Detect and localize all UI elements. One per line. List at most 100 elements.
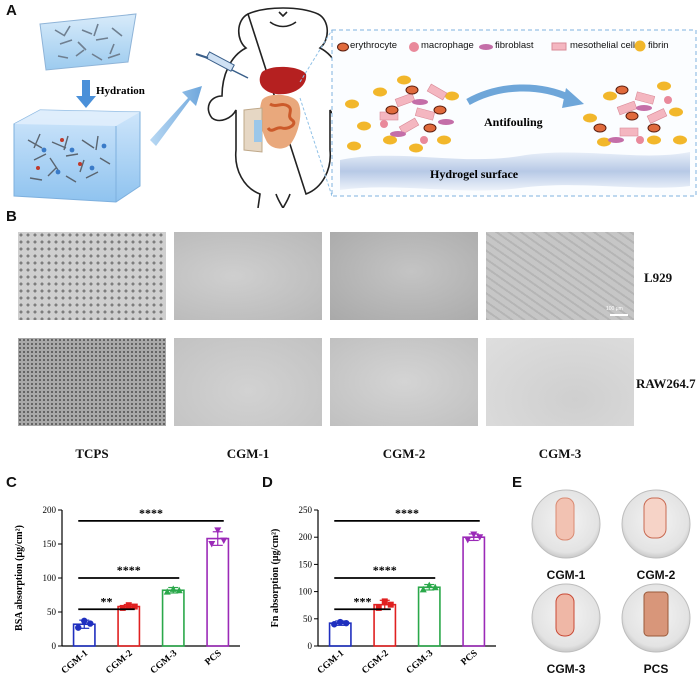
fibrin-icon: [634, 40, 646, 52]
chart-c-xtick-label-2: CGM-3: [149, 648, 179, 676]
dish-label-cgm3: CGM-3: [546, 662, 586, 676]
column-label-cgm1: CGM-1: [226, 446, 270, 461]
chart-d-xtick-label-0: CGM-1: [316, 648, 346, 676]
panel-letter-d: D: [262, 474, 273, 491]
chart-d-ytick-label-1: 50: [303, 614, 313, 624]
hydration-label: Hydration: [96, 85, 145, 97]
micrograph-cgm1-l929: [174, 232, 322, 320]
chart-d-point-0-1: [337, 618, 344, 626]
dish-label-cgm2: CGM-2: [636, 568, 676, 582]
down-arrow-icon: [76, 80, 96, 108]
panel-letter-b: B: [6, 208, 17, 225]
chart-c-point-1-2: [131, 603, 138, 610]
curved-arrow-icon: [562, 88, 584, 108]
panel-letter-e: E: [512, 474, 523, 491]
micrograph-cgm3-raw: [486, 338, 634, 426]
column-label-cgm3: CGM-3: [538, 446, 582, 461]
chart-d-ytick-label-3: 150: [299, 559, 313, 569]
chart-c-xtick-label-3: PCS: [203, 649, 223, 668]
scale-bar: [610, 314, 628, 316]
hydrogel-surface-band: [340, 152, 690, 191]
arrow-to-rat-icon: [150, 86, 202, 146]
dish-label-pcs: PCS: [643, 662, 669, 676]
dish-cgm3: [531, 583, 601, 653]
macrophage-icon: [409, 42, 419, 52]
zoom-line-bottom: [299, 97, 333, 197]
legend-macrophage: macrophage: [421, 40, 474, 51]
chart-c-sig-label-2: ****: [139, 506, 163, 520]
legend-mesothelial-cell: mesothelial cell: [570, 40, 635, 51]
chart-c-ytick-label-3: 150: [43, 539, 57, 549]
hydrated-hydrogel-icon: [13, 109, 141, 203]
chart-c-point-0-2: [87, 620, 94, 627]
zoom-line-top: [299, 29, 333, 83]
chart-c-ytick-label-4: 200: [43, 505, 57, 515]
chart-c-point-0-1: [81, 617, 88, 625]
chart-d-point-1-2: [387, 601, 394, 608]
chart-c-sig-label-0: **: [101, 594, 113, 608]
chart-d-bar-pcs: [462, 536, 486, 647]
chart-d-sig-label-0: ***: [354, 594, 372, 608]
chart-d-bar-cgm-3: [417, 586, 441, 647]
chart-c-bar-cgm-3: [161, 589, 185, 647]
chart-c-ytick-label-0: 0: [52, 641, 57, 651]
micrograph-tcps-l929: [18, 232, 166, 320]
chart-d-sig-label-1: ****: [373, 563, 397, 577]
chart-c-bar-cgm-2: [117, 605, 141, 647]
dish-cgm2: [621, 489, 691, 559]
chart-c-point-2-2: [175, 586, 183, 594]
chart-d-point-1-1: [381, 598, 388, 605]
chart-c-ylabel: BSA absorption (μg/cm²): [14, 525, 25, 631]
chart-d-xtick-label-1: CGM-2: [360, 648, 390, 676]
chart-c-point-2-0: [163, 588, 171, 595]
fibroblast-icon: [479, 44, 493, 50]
chart-c-ytick-label-1: 50: [47, 607, 57, 617]
chart-d-xtick-label-3: PCS: [459, 649, 479, 668]
column-label-tcps: TCPS: [75, 446, 109, 461]
dish-cgm1: [531, 489, 601, 559]
dish-label-cgm1: CGM-1: [546, 568, 586, 582]
chart-c-point-3-0: [208, 541, 216, 548]
chart-c-point-3-2: [220, 537, 228, 545]
panel-letter-a: A: [6, 2, 17, 19]
cells-cluster-left: [345, 75, 459, 153]
antifouling-label: Antifouling: [484, 115, 543, 129]
chart-d-point-3-0: [464, 536, 472, 544]
chart-d-ytick-label-2: 100: [299, 587, 313, 597]
chart-d-ylabel: Fn absorption (μg/cm²): [270, 529, 281, 628]
chart-d-ytick-label-5: 250: [299, 505, 313, 515]
chart-c-point-1-1: [125, 602, 132, 609]
row-label-raw264: RAW264.7: [636, 376, 696, 391]
chart-d-point-0-2: [343, 619, 350, 627]
chart-c-bar-pcs: [206, 537, 230, 647]
chart-c-xtick-label-0: CGM-1: [60, 648, 90, 676]
organs-icon: [243, 66, 307, 153]
dry-hydrogel-icon: [39, 13, 137, 71]
legend-fibrin: fibrin: [648, 40, 669, 51]
syringe-icon: [195, 51, 249, 79]
chart-d-point-1-0: [375, 604, 382, 611]
chart-d-ytick-label-4: 200: [299, 532, 313, 542]
legend-fibroblast: fibroblast: [495, 40, 534, 51]
legend-erythrocyte: erythrocyte: [350, 40, 397, 51]
chart-c-point-0-0: [75, 624, 82, 631]
chart-d-point-2-2: [431, 583, 439, 591]
micrograph-tcps-raw: [18, 338, 166, 426]
erythrocyte-icon: [337, 42, 349, 52]
chart-c-sig-label-1: ****: [117, 563, 141, 577]
chart-d-point-2-1: [425, 581, 433, 589]
cells-cluster-right: [583, 81, 687, 147]
column-label-cgm2: CGM-2: [382, 446, 426, 461]
chart-c-point-2-1: [169, 585, 177, 592]
hydrogel-surface-label: Hydrogel surface: [430, 167, 519, 181]
panel-letter-c: C: [6, 474, 17, 491]
chart-d-point-3-1: [470, 531, 478, 538]
chart-d-sig-label-2: ****: [395, 506, 419, 520]
panel-e-dishes: [531, 489, 691, 653]
micrograph-cgm2-raw: [330, 338, 478, 426]
panel-a-schematic: Hydration: [13, 7, 697, 208]
chart-d-point-3-2: [476, 534, 484, 541]
scale-bar-label: 100 μm: [606, 306, 623, 312]
